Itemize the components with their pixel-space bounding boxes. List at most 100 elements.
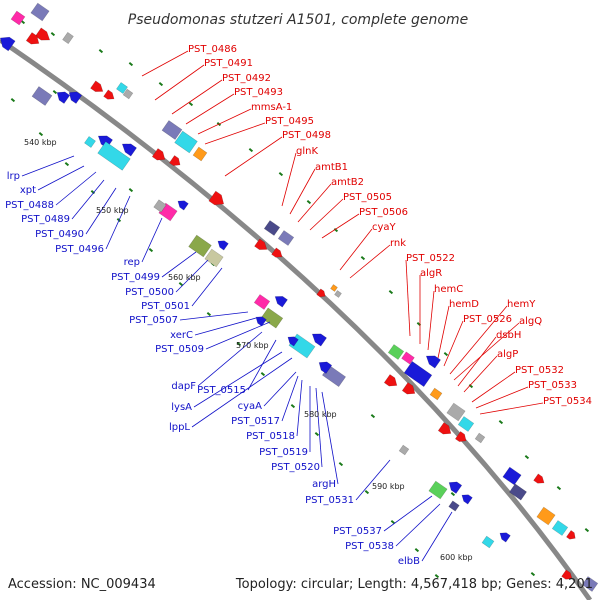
- kbp-tick-label: 580 kbp: [304, 410, 337, 419]
- feature-block: [401, 351, 415, 365]
- reverse-gene-label: cyaA: [238, 401, 263, 412]
- feature-block: [474, 432, 486, 444]
- scale-tick: [248, 148, 254, 153]
- scale-tick: [278, 172, 284, 177]
- scale-tick: [414, 548, 420, 553]
- scale-tick: [290, 404, 296, 409]
- scale-tick: [90, 190, 96, 195]
- reverse-gene-label: argH: [312, 479, 336, 490]
- gene-feature: [561, 569, 573, 580]
- reverse-gene-label: xpt: [20, 185, 36, 196]
- forward-gene-label: hemD: [449, 299, 479, 310]
- leader-line: [85, 187, 117, 235]
- scale-tick: [52, 90, 58, 95]
- gene-feature: [533, 473, 545, 484]
- scale-tick: [450, 492, 456, 497]
- leader-line: [437, 305, 450, 359]
- feature-block: [277, 230, 295, 246]
- scale-tick: [206, 312, 212, 317]
- forward-gene-label: amtB2: [331, 177, 364, 188]
- leader-line: [315, 387, 323, 468]
- scale-tick: [260, 372, 266, 377]
- scale-tick: [416, 322, 422, 327]
- leader-line: [161, 251, 197, 278]
- reverse-gene-label: PST_0515: [197, 385, 246, 396]
- scale-tick: [524, 455, 530, 460]
- forward-gene-label: PST_0532: [515, 365, 564, 376]
- forward-gene-label: glnK: [296, 146, 318, 157]
- leader-line: [141, 217, 163, 263]
- leader-line: [427, 290, 435, 351]
- gene-feature: [168, 155, 181, 166]
- gene-feature: [274, 296, 288, 308]
- feature-block: [62, 31, 74, 45]
- scale-tick: [530, 572, 536, 577]
- gene-feature: [566, 530, 576, 540]
- forward-gene-label: PST_0493: [234, 87, 283, 98]
- scale-tick: [128, 61, 134, 67]
- gene-feature: [461, 494, 473, 505]
- gene-feature: [448, 481, 463, 494]
- leader-line: [383, 495, 433, 532]
- leader-line: [205, 321, 271, 350]
- reverse-gene-label: PST_0538: [345, 541, 394, 552]
- forward-gene-label: mmsA-1: [251, 102, 292, 113]
- leader-line: [37, 165, 85, 191]
- feature-block: [403, 361, 433, 387]
- reverse-gene-label: PST_0531: [305, 495, 354, 506]
- leader-line: [179, 311, 249, 321]
- scale-tick: [443, 352, 449, 357]
- feature-block: [174, 130, 198, 154]
- reverse-gene-label: rep: [124, 257, 140, 268]
- scale-tick: [188, 101, 194, 107]
- kbp-tick-label: 570 kbp: [236, 341, 269, 350]
- leader-line: [463, 355, 498, 393]
- reverse-gene-label: PST_0519: [259, 447, 308, 458]
- kbp-tick-label: 590 kbp: [372, 482, 405, 491]
- gene-feature: [425, 355, 441, 369]
- leader-line: [194, 317, 257, 336]
- tick-layer: [10, 20, 590, 579]
- feature-block: [122, 88, 134, 100]
- feature-block: [429, 387, 443, 401]
- feature-block: [509, 483, 527, 501]
- leader-line: [405, 259, 411, 337]
- forward-gene-label: PST_0526: [463, 314, 512, 325]
- leader-line: [297, 183, 332, 223]
- scale-tick: [364, 490, 370, 495]
- gene-feature: [90, 80, 104, 92]
- forward-gene-label: PST_0492: [222, 73, 271, 84]
- leader-line: [55, 171, 97, 206]
- leader-line: [185, 93, 235, 125]
- leader-line: [321, 391, 339, 485]
- leader-line: [296, 379, 303, 437]
- gene-feature: [287, 336, 299, 347]
- map-title: Pseudomonas stutzeri A1501, complete gen…: [128, 12, 468, 28]
- feature-block: [30, 2, 50, 22]
- feature-block: [192, 146, 208, 162]
- feature-block: [551, 520, 569, 536]
- scale-tick: [434, 574, 440, 579]
- forward-gene-label: PST_0498: [282, 130, 331, 141]
- leader-line: [141, 50, 189, 77]
- scale-tick: [370, 414, 376, 419]
- scale-tick: [314, 432, 320, 437]
- forward-gene-label: algR: [420, 268, 442, 279]
- feature-block: [457, 416, 475, 432]
- scale-tick: [360, 256, 366, 261]
- leader-line: [449, 305, 508, 375]
- leader-lines: [21, 50, 544, 562]
- feature-block: [188, 234, 212, 258]
- forward-gene-label: PST_0533: [528, 380, 577, 391]
- leader-line: [171, 79, 223, 115]
- gene-feature: [318, 361, 333, 374]
- reverse-gene-label: PST_0520: [271, 462, 320, 473]
- forward-gene-label: PST_0486: [188, 44, 237, 55]
- leader-line: [281, 152, 297, 207]
- gene-feature: [151, 148, 166, 161]
- feature-block: [204, 248, 224, 268]
- gene-feature: [311, 333, 327, 347]
- forward-gene-label: algP: [497, 349, 518, 360]
- scale-tick: [98, 48, 104, 54]
